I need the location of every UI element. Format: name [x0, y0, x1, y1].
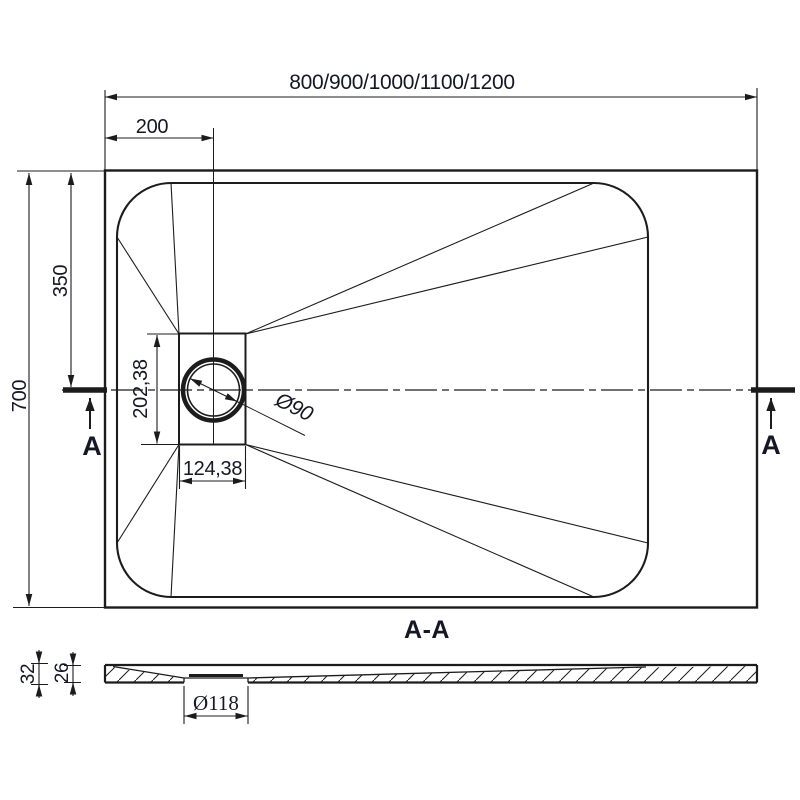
slope-lines — [116, 182, 649, 598]
dim-drain-hole — [183, 686, 249, 724]
section-marker-right-label: A — [761, 430, 781, 460]
dim-drain-box-width — [178, 446, 247, 489]
drain-box-height-label: 202,38 — [130, 359, 152, 419]
section-marker-left-label: A — [82, 431, 102, 461]
dim-edge-height — [31, 650, 48, 698]
drain-diameter-label: Ø90 — [271, 388, 317, 426]
section-cut-marks — [63, 387, 795, 429]
section-profile — [103, 663, 759, 684]
tray-outer-outline — [103, 169, 759, 609]
section-title: A-A — [404, 616, 450, 644]
overall-depth-label: 700 — [9, 380, 31, 413]
section-hatch-left — [105, 666, 184, 682]
inner-depth-label: 26 — [52, 663, 73, 684]
floor-slope-left — [112, 665, 185, 679]
drain-offset-x-label: 200 — [136, 116, 169, 138]
drain-offset-y-label: 350 — [50, 265, 72, 298]
dim-depth-group — [13, 170, 104, 609]
overall-width-label: 800/900/1000/1100/1200 — [289, 71, 514, 94]
section-view — [31, 650, 759, 724]
dim-drain-diameter — [189, 378, 306, 436]
dim-inner-depth — [64, 652, 81, 696]
floor-slope-right — [247, 666, 647, 679]
dim-drain-box-height — [141, 333, 178, 446]
drain-box-width-label: 124,38 — [183, 458, 243, 480]
edge-height-label: 32 — [18, 664, 39, 685]
top-view — [13, 88, 795, 609]
labels: 800/900/1000/1100/1200 200 700 350 202,3… — [9, 71, 781, 715]
dim-overall-width — [104, 88, 758, 170]
drain-hole-label: Ø118 — [193, 691, 239, 715]
section-hatch-right — [248, 666, 757, 682]
